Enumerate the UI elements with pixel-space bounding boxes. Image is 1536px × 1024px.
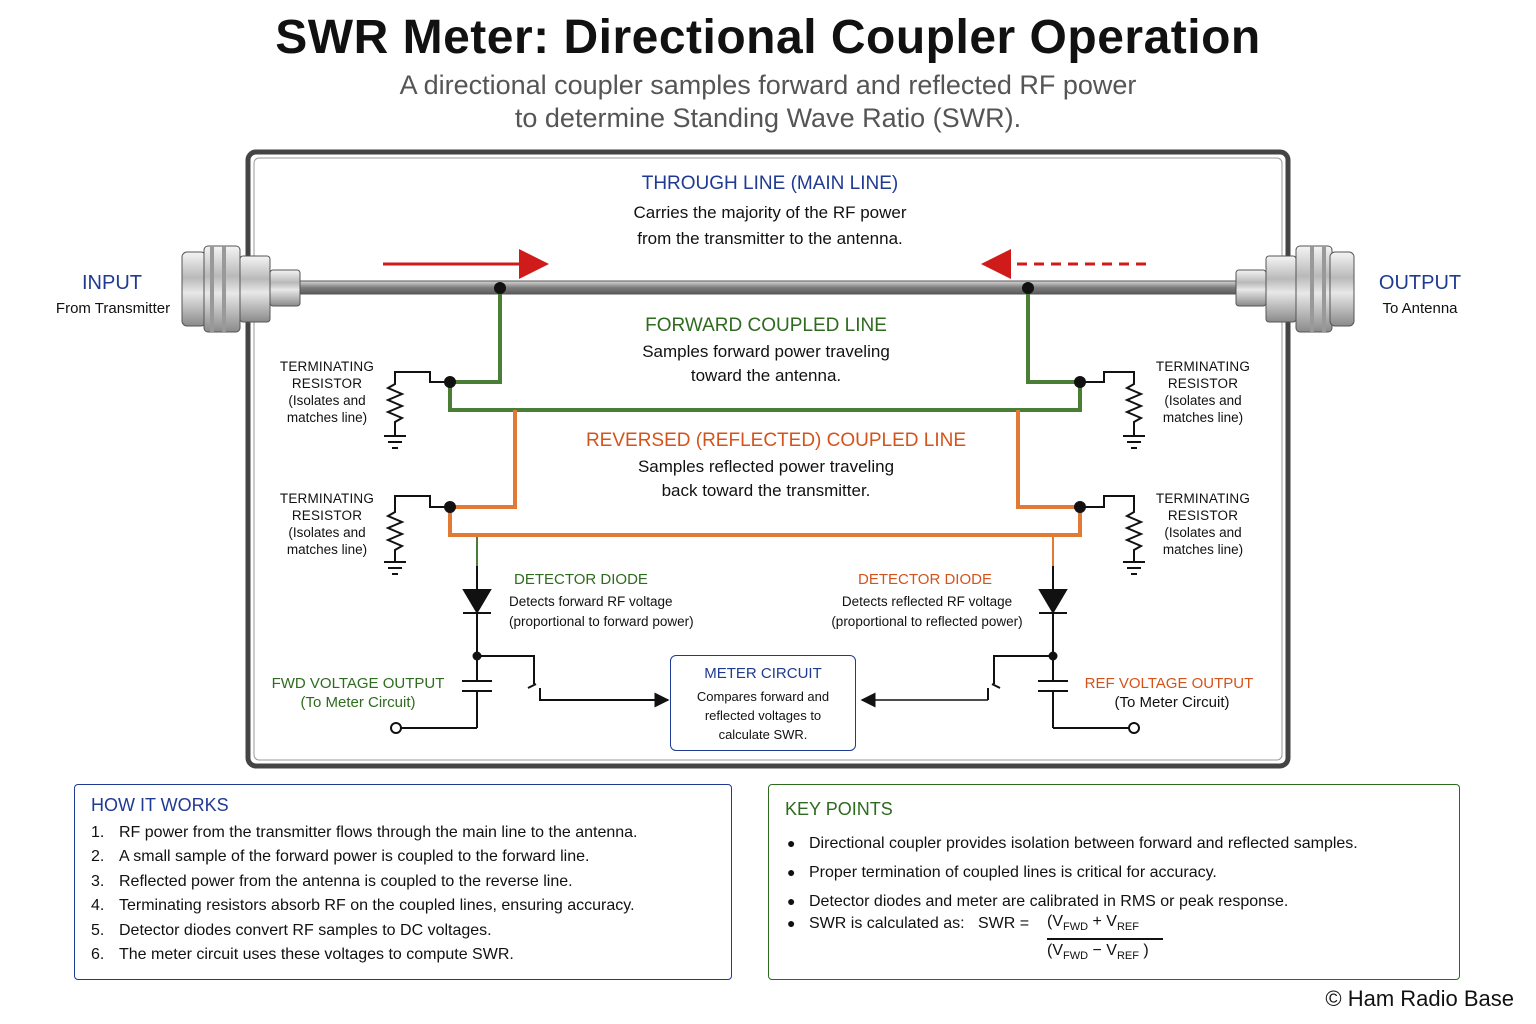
list-item: 3.Reflected power from the antenna is co…: [91, 872, 573, 890]
detector-ref-desc-1: Detects reflected RF voltage: [841, 594, 1013, 609]
swr-formula-numerator: (VFWD + VREF: [1047, 913, 1139, 934]
swr-formula-label: ●SWR is calculated as: SWR =: [787, 915, 1030, 932]
list-item: 2.A small sample of the forward power is…: [91, 848, 590, 866]
detector-fwd-desc-2: (proportional to forward power): [509, 614, 694, 629]
list-item: ●Proper termination of coupled lines is …: [787, 858, 1358, 887]
detector-ref-desc-2: (proportional to reflected power): [831, 614, 1023, 629]
ref-output-sub: (To Meter Circuit): [1114, 694, 1230, 711]
forward-line-title: FORWARD COUPLED LINE: [645, 315, 887, 336]
input-sublabel: From Transmitter: [55, 300, 171, 317]
bullet-icon: ●: [787, 893, 796, 909]
ref-output-title: REF VOLTAGE OUTPUT: [1084, 675, 1254, 692]
forward-line-desc-1: Samples forward power traveling: [642, 342, 890, 361]
list-item: 4.Terminating resistors absorb RF on the…: [91, 897, 635, 915]
key-points-panel: KEY POINTS ●Directional coupler provides…: [768, 784, 1460, 980]
fwd-output-sub: (To Meter Circuit): [300, 694, 416, 711]
resistor-icon-left-fwd: [384, 371, 450, 449]
input-label: INPUT: [82, 272, 142, 294]
list-item: ●Directional coupler provides isolation …: [787, 829, 1358, 858]
subtitle-line-2: to determine Standing Wave Ratio (SWR).: [514, 103, 1022, 133]
how-it-works-title: HOW IT WORKS: [91, 795, 229, 815]
terminating-resistor-label-left-rev: TERMINATING RESISTOR (Isolates and match…: [279, 491, 375, 557]
output-connector-icon: [1235, 245, 1355, 333]
meter-desc-1: Compares forward and: [696, 689, 830, 704]
terminating-resistor-label-left-fwd: TERMINATING RESISTOR (Isolates and match…: [279, 359, 375, 425]
subtitle-line-1: A directional coupler samples forward an…: [399, 70, 1137, 100]
list-item: 5.Detector diodes convert RF samples to …: [91, 921, 492, 939]
diode-icon-forward: [462, 566, 492, 680]
page-title: SWR Meter: Directional Coupler Operation: [275, 11, 1261, 64]
fraction-bar: [1047, 938, 1163, 940]
meter-desc-3: calculate SWR.: [718, 727, 808, 742]
output-label: OUTPUT: [1378, 272, 1462, 294]
output-sublabel: To Antenna: [1382, 300, 1458, 317]
resistor-icon-left-rev: [384, 495, 450, 575]
reverse-coupled-line: [448, 410, 1082, 537]
terminating-resistor-label-right-rev: TERMINATING RESISTOR (Isolates and match…: [1155, 491, 1251, 557]
list-item: 1.RF power from the transmitter flows th…: [91, 824, 638, 841]
reverse-line-desc-2: back toward the transmitter.: [661, 481, 871, 500]
capacitor-icon-reflected: [987, 655, 1140, 734]
input-connector-icon: [181, 245, 301, 333]
coupler-enclosure: [245, 149, 1291, 769]
reverse-line-desc-1: Samples reflected power traveling: [637, 457, 895, 476]
key-points-list: ●Directional coupler provides isolation …: [787, 829, 1358, 916]
reverse-line-title: REVERSED (REFLECTED) COUPLED LINE: [585, 430, 967, 451]
forward-coupled-line: [448, 288, 1082, 412]
detector-fwd-title: DETECTOR DIODE: [514, 571, 648, 588]
through-line-desc-2: from the transmitter to the antenna.: [637, 229, 903, 248]
detector-ref-title: DETECTOR DIODE: [858, 571, 992, 588]
detector-fwd-desc-1: Detects forward RF voltage: [509, 594, 673, 609]
meter-circuit-box: METER CIRCUIT Compares forward and refle…: [670, 655, 856, 751]
through-line-desc-1: Carries the majority of the RF power: [633, 203, 907, 222]
through-line: [295, 280, 1241, 295]
diode-icon-reflected: [1038, 566, 1068, 680]
terminating-resistor-label-right-fwd: TERMINATING RESISTOR (Isolates and match…: [1155, 359, 1251, 425]
swr-formula-denominator: (VFWD − VREF ): [1047, 942, 1149, 963]
bullet-icon: ●: [787, 915, 796, 931]
bullet-icon: ●: [787, 835, 796, 851]
copyright-text: © Ham Radio Base: [1325, 986, 1514, 1011]
key-points-title: KEY POINTS: [785, 799, 893, 819]
how-it-works-list: 1.RF power from the transmitter flows th…: [91, 821, 637, 967]
bullet-icon: ●: [787, 864, 796, 880]
resistor-icon-right-fwd: [1080, 371, 1145, 449]
meter-title: METER CIRCUIT: [704, 665, 822, 682]
list-item: ●Detector diodes and meter are calibrate…: [787, 887, 1358, 916]
list-item: 6.The meter circuit uses these voltages …: [91, 945, 514, 963]
meter-desc-2: reflected voltages to: [704, 708, 822, 723]
forward-line-desc-2: toward the antenna.: [690, 366, 842, 385]
resistor-icon-right-rev: [1080, 495, 1145, 575]
how-it-works-panel: HOW IT WORKS 1.RF power from the transmi…: [74, 784, 732, 980]
fwd-output-title: FWD VOLTAGE OUTPUT: [271, 675, 445, 692]
through-line-title: THROUGH LINE (MAIN LINE): [641, 173, 899, 194]
